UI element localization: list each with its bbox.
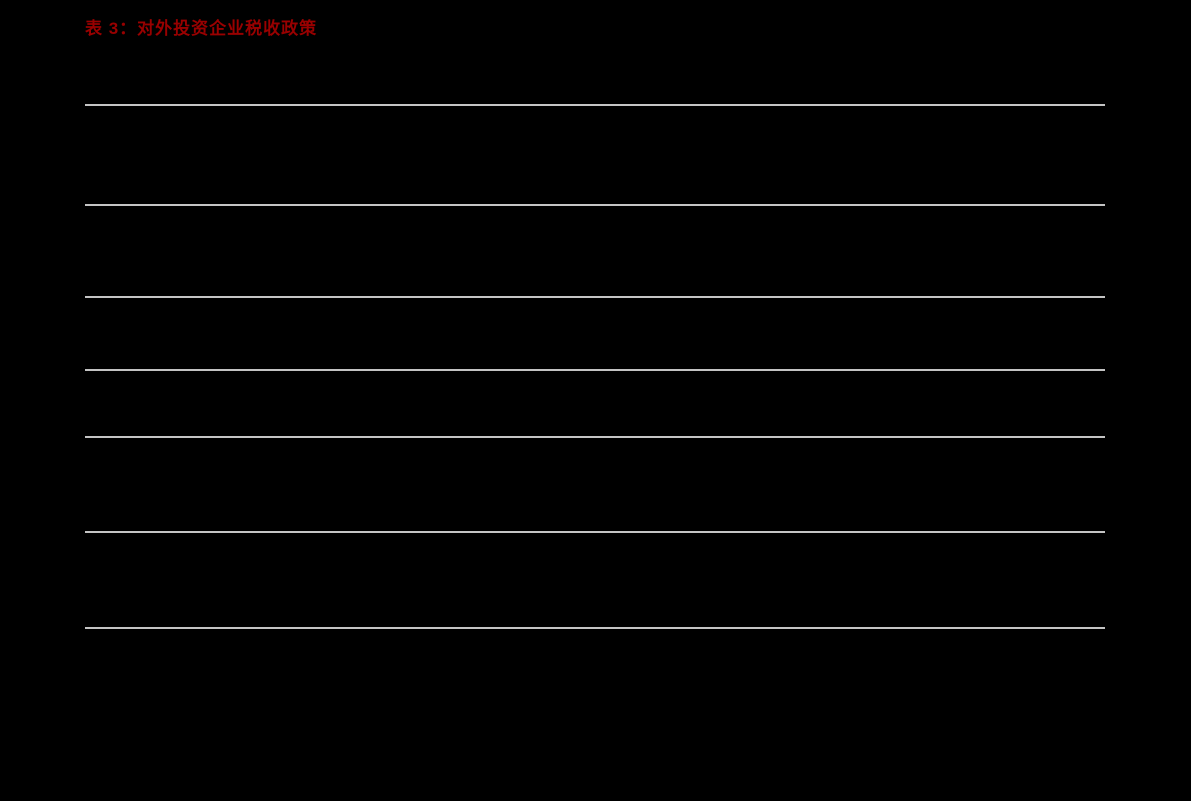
table-row [85, 533, 1105, 627]
table-row [85, 206, 1105, 296]
table-row [85, 371, 1105, 436]
table-row [85, 298, 1105, 369]
table-rule-bottom [85, 627, 1105, 629]
table-rule [85, 369, 1105, 371]
table-rule [85, 531, 1105, 533]
table-caption: 表 3：对外投资企业税收政策 [85, 19, 318, 38]
table-rule-top [85, 104, 1105, 106]
table-row [85, 438, 1105, 531]
table-rule [85, 436, 1105, 438]
table-rule [85, 204, 1105, 206]
table-rule [85, 296, 1105, 298]
table-row [85, 106, 1105, 204]
